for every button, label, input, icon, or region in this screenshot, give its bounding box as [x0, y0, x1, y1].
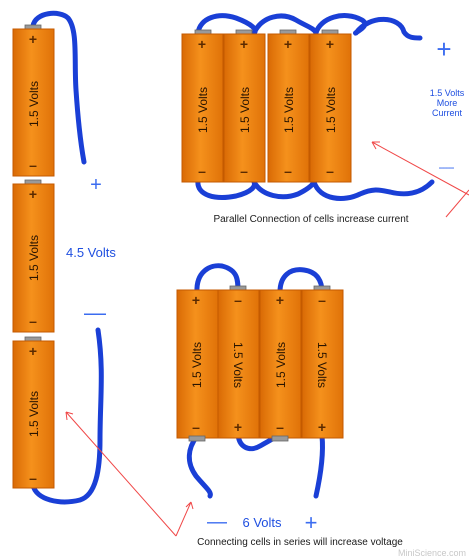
parallel-arrow [371, 141, 469, 196]
parallel-cell-2: + – 1.5 Volts [223, 29, 266, 183]
minus-sign: – [192, 419, 200, 435]
parallel-caption: Parallel Connection of cells increase cu… [213, 214, 408, 225]
plus-sign: + [276, 292, 284, 308]
plus-sign: + [284, 36, 292, 52]
parallel-cell-3: + – 1.5 Volts [267, 29, 310, 183]
plus-sign: + [240, 36, 248, 52]
parallel-cell-1: + – 1.5 Volts [181, 29, 224, 183]
series-right-lead [313, 433, 325, 499]
left-bottom-wire [30, 327, 104, 505]
series-arrow-right [175, 501, 194, 537]
cell-voltage-label: 1.5 Volts [27, 391, 41, 437]
parallel-cell-4: + – 1.5 Volts [309, 29, 352, 183]
left-cell-1: + – 1.5 Volts [12, 24, 55, 177]
series-total-label: 4.5 Volts [66, 245, 116, 260]
series-left-lead [186, 433, 213, 499]
series-plus-terminal: + [305, 510, 318, 535]
minus-sign: – [240, 163, 248, 179]
minus-sign: – [284, 163, 292, 179]
series-cell-3: + – 1.5 Volts [259, 289, 302, 442]
cell-body [301, 289, 344, 439]
cell-body [223, 33, 266, 183]
minus-sign: – [29, 313, 37, 329]
minus-sign: – [234, 292, 242, 308]
series-cell-2: – + 1.5 Volts [217, 285, 260, 439]
parallel-bottom-wire [195, 177, 435, 201]
minus-sign: – [318, 292, 326, 308]
left-plus-terminal: + [90, 174, 102, 196]
left-cell-3: + – 1.5 Volts [12, 336, 55, 489]
plus-sign: + [29, 31, 37, 47]
plus-sign: + [326, 36, 334, 52]
parallel-plus-terminal: + [436, 34, 451, 64]
series-arrow-left [65, 411, 177, 537]
parallel-result-line3: Current [432, 108, 463, 118]
cell-voltage-label: 1.5 Volts [238, 87, 252, 133]
plus-sign: + [318, 419, 326, 435]
left-cell-2: + – 1.5 Volts [12, 179, 55, 333]
left-top-wire [30, 10, 87, 165]
cell-body [267, 33, 310, 183]
minus-sign: – [326, 163, 334, 179]
series-cell-1: + – 1.5 Volts [176, 289, 219, 442]
parallel-arrow-lower [445, 189, 469, 218]
cell-voltage-label: 1.5 Volts [196, 87, 210, 133]
plus-sign: + [192, 292, 200, 308]
cell-body [259, 289, 302, 439]
plus-sign: + [198, 36, 206, 52]
left-minus-terminal: — [84, 300, 106, 325]
cell-body [12, 183, 55, 333]
cell-voltage-label: 1.5 Volts [324, 87, 338, 133]
parallel-result-line1: 1.5 Volts [430, 88, 465, 98]
cell-voltage-label: 1.5 Volts [27, 81, 41, 127]
plus-sign: + [29, 343, 37, 359]
cell-body [309, 33, 352, 183]
series-minus-terminal: — [207, 511, 227, 533]
parallel-group: + – 1.5 Volts + – 1.5 Volts + – 1.5 Volt… [181, 13, 469, 225]
plus-sign: + [234, 419, 242, 435]
credit-watermark: MiniScience.com [398, 548, 466, 558]
series-top-wire-1 [194, 263, 241, 295]
parallel-result-line2: More [437, 98, 458, 108]
cell-voltage-label: 1.5 Volts [274, 342, 288, 388]
series-total-label: 6 Volts [242, 515, 282, 530]
parallel-top-wire [195, 13, 423, 41]
cell-voltage-label: 1.5 Volts [190, 342, 204, 388]
series-group: + – 1.5 Volts – + 1.5 Volts + – 1.5 Volt… [65, 263, 403, 548]
minus-sign: – [29, 470, 37, 486]
cell-voltage-label: 1.5 Volts [282, 87, 296, 133]
cell-body [176, 289, 219, 439]
minus-sign: – [29, 157, 37, 173]
cell-body [12, 340, 55, 489]
plus-sign: + [29, 186, 37, 202]
cell-cap [188, 435, 206, 442]
cell-body [181, 33, 224, 183]
cell-voltage-label: 1.5 Volts [27, 235, 41, 281]
cell-body [217, 289, 260, 439]
cell-voltage-label: 1.5 Volts [231, 342, 245, 388]
left-series-column: + – 1.5 Volts + – 1.5 Volts + – 1.5 Volt… [12, 10, 116, 505]
minus-sign: – [198, 163, 206, 179]
cell-voltage-label: 1.5 Volts [315, 342, 329, 388]
series-cell-4: – + 1.5 Volts [301, 285, 344, 439]
series-caption: Connecting cells in series will increase… [197, 537, 403, 548]
series-top-wire-2 [277, 267, 325, 295]
cell-body [12, 28, 55, 177]
minus-sign: – [276, 419, 284, 435]
parallel-minus-terminal: ----- [439, 160, 455, 174]
cell-cap [271, 435, 289, 442]
